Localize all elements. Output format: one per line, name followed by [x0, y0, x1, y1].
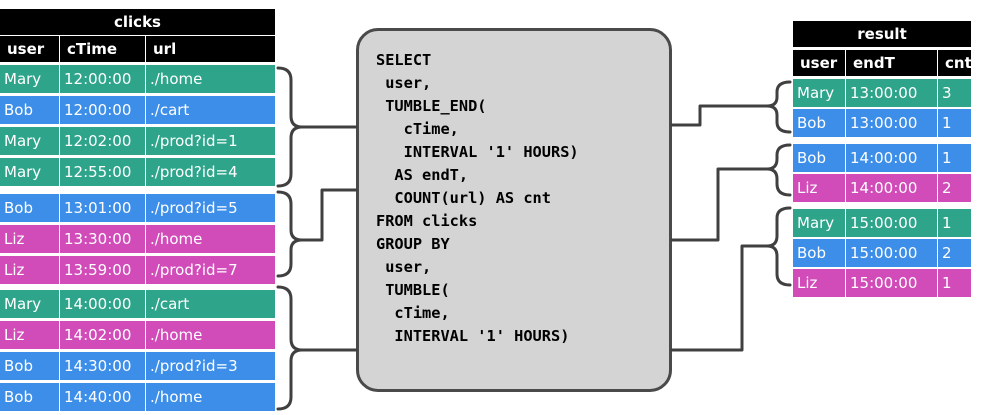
result-cell-cnt: 2: [942, 179, 952, 197]
connector-out-13: [670, 104, 769, 127]
clicks-col-user: user: [0, 36, 60, 62]
result-title: result: [793, 21, 971, 47]
result-cell-user: Mary: [793, 209, 846, 237]
clicks-cell-url: ./prod?id=4: [150, 163, 238, 181]
window-brace-13: [276, 190, 304, 278]
clicks-cell-url: ./cart: [150, 295, 190, 313]
clicks-cell-user: Mary: [0, 127, 60, 155]
clicks-cell-user: Bob: [0, 96, 60, 124]
result-cell-cnt: 1: [942, 149, 952, 167]
result-cell-cnt: 2: [942, 244, 952, 262]
result-cell-endT: 14:00:00: [846, 174, 938, 202]
result-cell-user: Bob: [793, 109, 846, 137]
result-cell-cnt: 1: [942, 114, 952, 132]
result-cell-endT: 15:00:00: [846, 269, 938, 297]
clicks-cell-user: Liz: [0, 321, 60, 349]
result-cell-endT: 15:00:00: [846, 239, 938, 267]
result-cell-endT: 14:00:00: [846, 144, 938, 172]
clicks-cell-url: ./home: [150, 70, 203, 88]
clicks-title: clicks: [0, 9, 275, 35]
connector-out-14: [670, 167, 769, 242]
result-cell-cnt: 1: [942, 274, 952, 292]
clicks-cell-cTime: 12:55:00: [60, 158, 146, 186]
clicks-cell-cTime: 14:02:00: [60, 321, 146, 349]
sql-query-box: SELECT user, TUMBLE_END( cTime, INTERVAL…: [356, 28, 672, 392]
clicks-cell-cTime: 12:00:00: [60, 96, 146, 124]
clicks-cell-user: Liz: [0, 225, 60, 253]
result-cell-endT: 13:00:00: [846, 109, 938, 137]
result-cell-cnt: 3: [942, 84, 952, 102]
result-col-cnt: cnt: [938, 50, 972, 76]
clicks-cell-cTime: 13:01:00: [60, 194, 146, 222]
clicks-cell-url: ./prod?id=7: [150, 261, 238, 279]
result-cell-user: Liz: [793, 269, 846, 297]
clicks-cell-user: Mary: [0, 158, 60, 186]
clicks-cell-user: Liz: [0, 256, 60, 284]
clicks-cell-cTime: 14:40:00: [60, 383, 146, 411]
clicks-cell-user: Bob: [0, 352, 60, 380]
clicks-col-cTime: cTime: [60, 36, 146, 62]
clicks-cell-cTime: 13:59:00: [60, 256, 146, 284]
result-cell-cnt: 1: [942, 214, 952, 232]
clicks-cell-cTime: 14:00:00: [60, 290, 146, 318]
result-brace-13: [765, 80, 792, 134]
clicks-cell-url: ./cart: [150, 101, 190, 119]
clicks-cell-cTime: 13:30:00: [60, 225, 146, 253]
result-brace-14: [765, 143, 792, 197]
clicks-cell-user: Mary: [0, 290, 60, 318]
clicks-cell-url: ./prod?id=3: [150, 357, 238, 375]
result-col-user: user: [793, 50, 846, 76]
clicks-cell-user: Bob: [0, 383, 60, 411]
clicks-cell-url: ./prod?id=1: [150, 132, 238, 150]
clicks-cell-cTime: 12:00:00: [60, 65, 146, 93]
window-brace-12: [276, 66, 304, 188]
result-brace-15: [765, 206, 792, 287]
clicks-cell-url: ./home: [150, 230, 203, 248]
clicks-cell-user: Bob: [0, 194, 60, 222]
window-brace-14: [276, 285, 304, 411]
clicks-cell-url: ./home: [150, 326, 203, 344]
sql-query-text: SELECT user, TUMBLE_END( cTime, INTERVAL…: [376, 51, 579, 345]
clicks-col-url: url: [146, 36, 275, 62]
connector-in-13: [300, 188, 358, 242]
result-cell-user: Mary: [793, 79, 846, 107]
clicks-cell-cTime: 12:02:00: [60, 127, 146, 155]
result-col-endT: endT: [846, 50, 938, 76]
result-cell-user: Bob: [793, 239, 846, 267]
clicks-cell-url: ./prod?id=5: [150, 199, 238, 217]
result-cell-user: Bob: [793, 144, 846, 172]
clicks-cell-url: ./home: [150, 388, 203, 406]
clicks-cell-cTime: 14:30:00: [60, 352, 146, 380]
result-cell-endT: 15:00:00: [846, 209, 938, 237]
clicks-cell-user: Mary: [0, 65, 60, 93]
result-cell-user: Liz: [793, 174, 846, 202]
connector-out-15: [670, 244, 769, 352]
result-cell-endT: 13:00:00: [846, 79, 938, 107]
